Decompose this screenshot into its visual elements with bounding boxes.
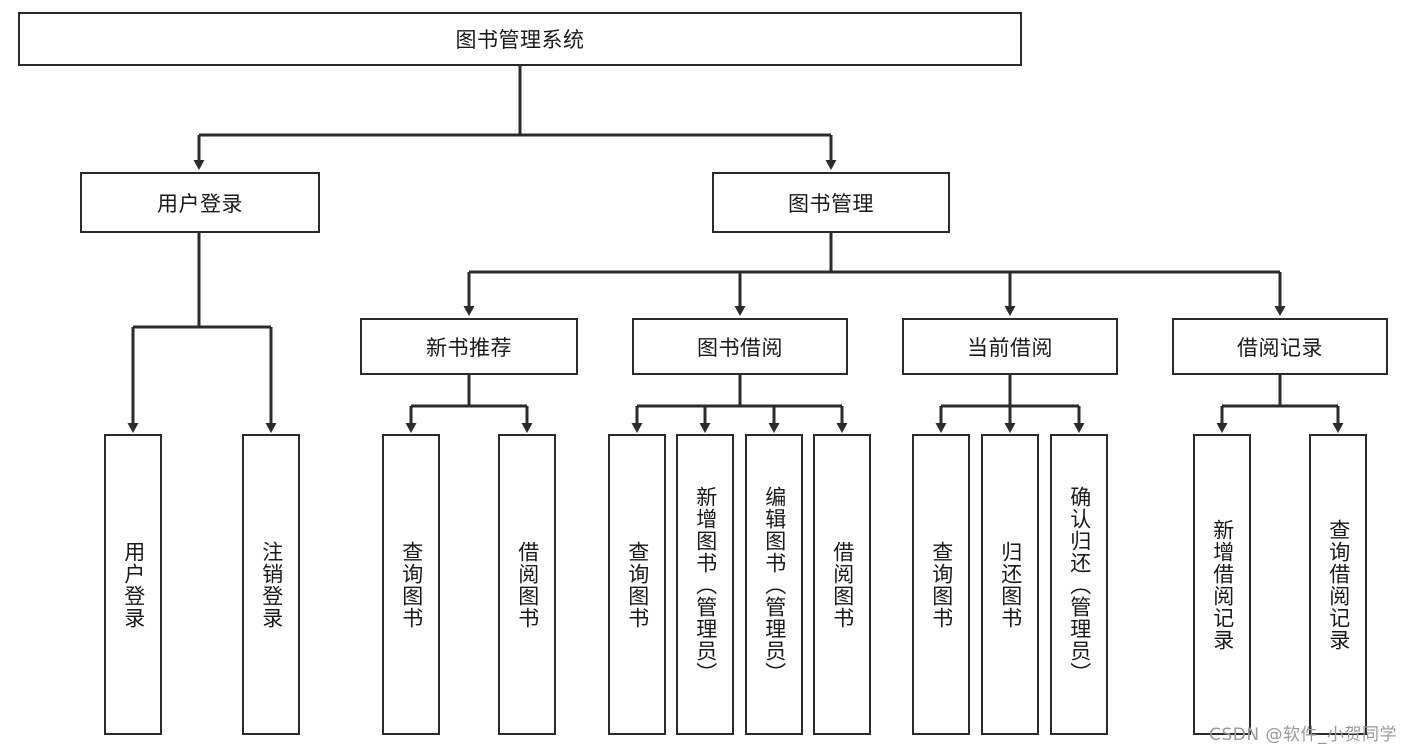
leaf-borrow-book-recommend[interactable]: 借阅图书 — [498, 434, 556, 735]
node-label: 查询图书 — [399, 540, 424, 629]
leaf-user-logout[interactable]: 注销登录 — [242, 434, 300, 735]
node-label: 查询借阅记录 — [1326, 518, 1351, 651]
node-label: 当前借阅 — [967, 335, 1053, 360]
node-label: 图书借阅 — [697, 335, 783, 360]
node-label: 新增借阅记录 — [1210, 518, 1235, 651]
node-label: 归还图书 — [998, 540, 1023, 629]
node-label: 查询图书 — [929, 540, 954, 629]
node-root-system[interactable]: 图书管理系统 — [18, 12, 1022, 66]
leaf-query-borrow-record[interactable]: 查询借阅记录 — [1309, 434, 1367, 735]
leaf-confirm-return[interactable]: 确认归还（管理员） — [1050, 434, 1108, 735]
leaf-user-login[interactable]: 用户登录 — [104, 434, 162, 735]
leaf-query-book-recommend[interactable]: 查询图书 — [382, 434, 440, 735]
leaf-borrow-book[interactable]: 借阅图书 — [813, 434, 871, 735]
leaf-add-book[interactable]: 新增图书（管理员） — [676, 434, 734, 735]
node-label: 确认归还（管理员） — [1067, 485, 1092, 684]
node-label: 编辑图书（管理员） — [762, 485, 787, 684]
node-label: 图书管理 — [788, 191, 874, 216]
leaf-edit-book[interactable]: 编辑图书（管理员） — [745, 434, 803, 735]
node-label: 新书推荐 — [426, 335, 512, 360]
leaf-query-book-borrow[interactable]: 查询图书 — [608, 434, 666, 735]
node-book-borrow[interactable]: 图书借阅 — [632, 318, 848, 375]
node-new-book-recommend[interactable]: 新书推荐 — [360, 318, 578, 375]
node-label: 查询图书 — [625, 540, 650, 629]
leaf-return-book[interactable]: 归还图书 — [981, 434, 1039, 735]
node-label: 新增图书（管理员） — [693, 485, 718, 684]
node-user-login[interactable]: 用户登录 — [80, 172, 320, 233]
node-label: 借阅图书 — [515, 540, 540, 629]
node-label: 用户登录 — [157, 191, 243, 216]
node-book-management[interactable]: 图书管理 — [712, 172, 950, 233]
leaf-query-book-current[interactable]: 查询图书 — [912, 434, 970, 735]
node-label: 借阅记录 — [1237, 335, 1323, 360]
node-label: 图书管理系统 — [455, 28, 585, 52]
node-borrow-record[interactable]: 借阅记录 — [1172, 318, 1388, 375]
node-label: 用户登录 — [121, 540, 146, 629]
node-label: 借阅图书 — [830, 540, 855, 629]
node-current-borrow[interactable]: 当前借阅 — [902, 318, 1118, 375]
csdn-watermark: CSDN @软件_小贺同学 — [1209, 725, 1397, 745]
node-label: 注销登录 — [259, 540, 284, 629]
leaf-add-borrow-record[interactable]: 新增借阅记录 — [1193, 434, 1251, 735]
